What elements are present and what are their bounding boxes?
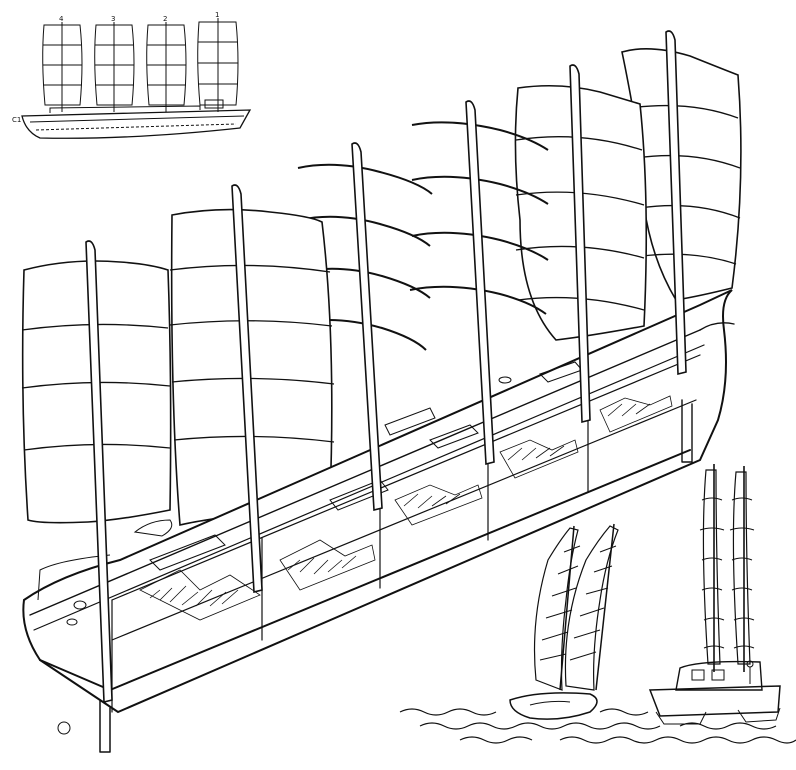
inset-hull: C1 (12, 99, 252, 139)
mast-middle (351, 142, 383, 512)
mast-mizzen (569, 64, 591, 424)
water-waves (399, 708, 796, 744)
inset-label-mast-1: 1 (215, 11, 219, 19)
mast-bare-yards (465, 100, 495, 466)
inset-label-mast-3: 3 (111, 15, 115, 23)
mast-aft (665, 30, 687, 376)
main-ship-masts (85, 30, 687, 704)
inset-label-mast-2: 2 (163, 15, 167, 23)
inset-bow-label: C1 (12, 116, 21, 124)
propeller (57, 721, 71, 735)
cargo-hatching (139, 395, 673, 621)
mast-main (231, 184, 263, 594)
inset-mast-numbers: 4 3 2 1 (59, 11, 219, 23)
small-catamaran (648, 464, 781, 725)
inset-side-view: 4 3 2 1 C1 (12, 11, 252, 139)
inset-sails (42, 18, 239, 112)
mast-fore (85, 240, 113, 704)
small-boat-two-masts (509, 523, 619, 720)
inset-label-mast-4: 4 (59, 15, 64, 23)
